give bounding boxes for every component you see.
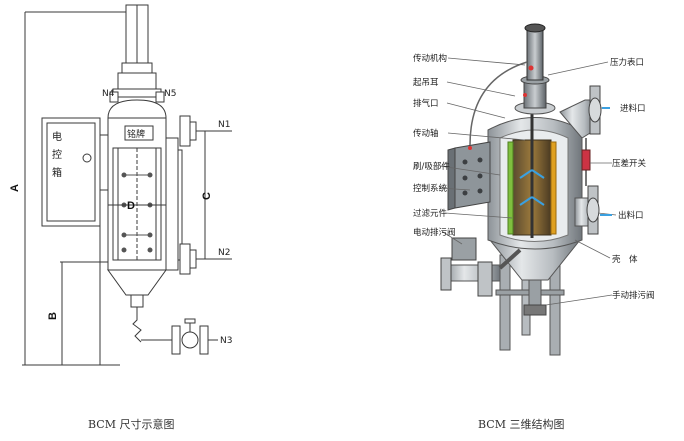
label-filter-element: 过滤元件 [413, 208, 448, 219]
label-inlet: 进料口 [620, 103, 646, 114]
right-3d-drawing [440, 23, 602, 356]
nameplate [124, 125, 154, 141]
dim-label-a: A [9, 184, 21, 192]
control-box-char-2: 控 [52, 148, 62, 161]
dim-label-d: D [127, 200, 135, 212]
label-drive-mechanism: 传动机构 [413, 53, 447, 64]
nozzle-n2: N2 [218, 248, 230, 258]
nozzle-n4: N4 [102, 89, 115, 99]
nozzle-n1: N1 [218, 120, 230, 130]
label-pressure-gauge-port: 压力表口 [610, 57, 644, 68]
dim-label-c: C [201, 192, 213, 200]
label-shell: 壳 体 [612, 254, 638, 265]
right-labels-left: 传动机构 起吊耳 排气口 传动轴 刷/吸部件 控制系统 过滤元件 电动排污阀 [413, 53, 456, 238]
label-vent: 排气口 [413, 98, 439, 109]
label-electric-drain-valve: 电动排污阀 [413, 227, 456, 238]
label-brush-suction: 刷/吸部件 [413, 161, 450, 172]
nameplate-label: 铭牌 [127, 128, 145, 140]
label-outlet: 出料口 [618, 210, 644, 221]
control-box-char-1: 电 [52, 130, 62, 143]
control-box-char-3: 箱 [52, 166, 62, 179]
left-dimension-drawing [22, 4, 232, 366]
dim-label-b: B [47, 312, 59, 320]
left-labels: A B C D N4 N5 N1 N2 N3 电 控 箱 铭牌 [9, 89, 232, 346]
caption-right: BCM 三维结构图 [478, 417, 564, 431]
right-labels-right: 压力表口 进料口 压差开关 出料口 壳 体 手动排污阀 [610, 57, 655, 301]
label-control-system: 控制系统 [413, 183, 448, 194]
nozzle-n5: N5 [164, 89, 176, 99]
label-lifting-lug: 起吊耳 [413, 78, 439, 88]
label-diff-pressure-switch: 压差开关 [612, 158, 647, 169]
nozzle-n3: N3 [220, 336, 232, 346]
right-leader-lines [439, 57, 617, 306]
label-drive-shaft: 传动轴 [413, 128, 439, 139]
label-manual-drain-valve: 手动排污阀 [612, 290, 655, 301]
caption-left: BCM 尺寸示意图 [88, 417, 174, 431]
